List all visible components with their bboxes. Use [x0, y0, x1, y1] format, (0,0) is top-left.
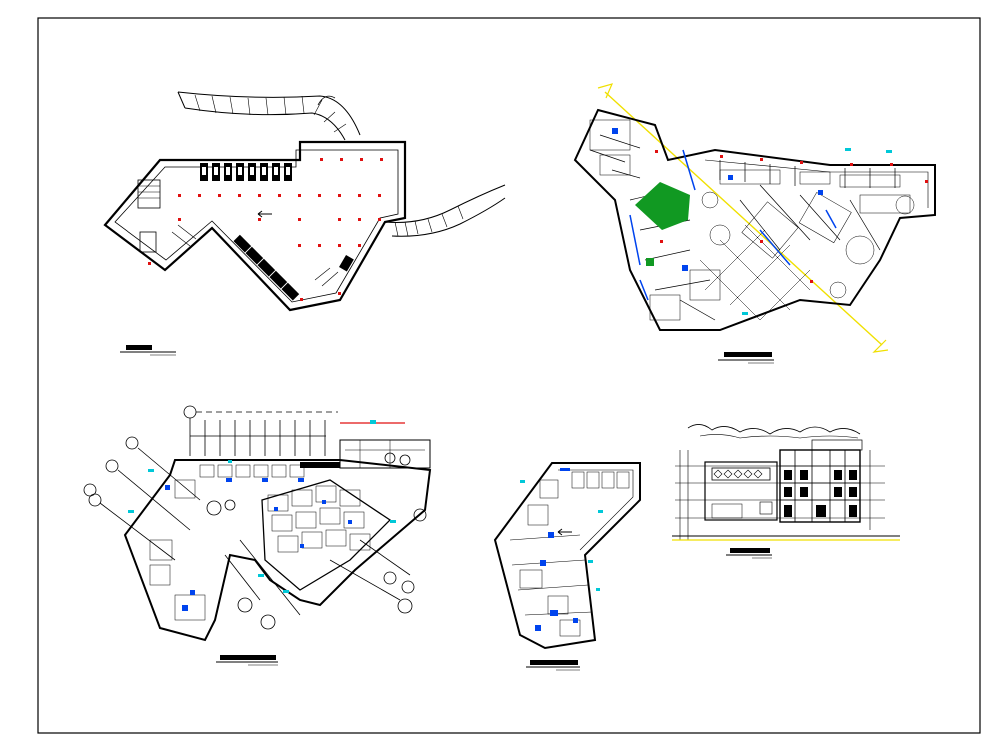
sheet-border — [37, 17, 981, 734]
ground-floor-plan — [573, 83, 936, 353]
basement-parking-plan — [103, 91, 506, 312]
upper-floor-title-bar — [526, 660, 580, 671]
elevation-section — [672, 424, 900, 541]
first-floor-plan — [83, 405, 432, 642]
elevation-title-bar — [726, 548, 772, 559]
first-floor-title-bar — [216, 655, 278, 666]
basement-plan-title-bar — [120, 345, 176, 356]
ground-floor-title-bar — [718, 352, 774, 364]
upper-floor-plan — [493, 462, 641, 650]
